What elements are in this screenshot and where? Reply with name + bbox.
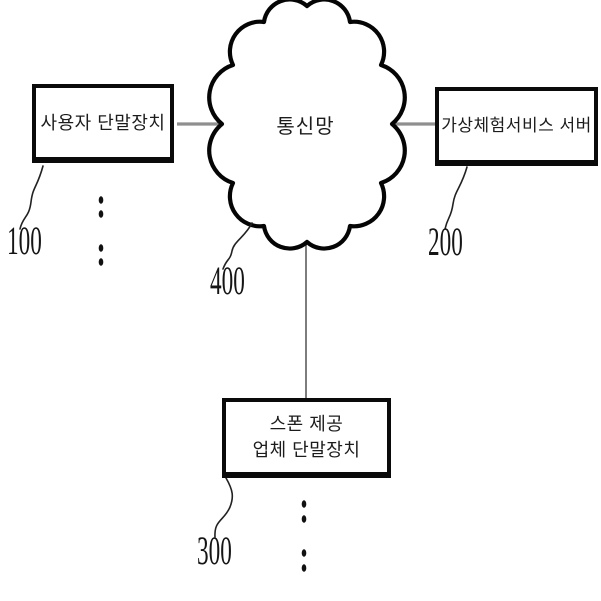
reference-number-200: 200 [428,219,463,264]
leader-line-ref-400 [222,222,253,270]
vertical-ellipsis-dots-left [98,196,104,266]
vertical-ellipsis-dots-bottom [301,500,307,572]
service-server-box: 가상체험서비스 서버 [435,87,598,166]
leader-line-ref-200 [444,166,468,230]
service-server-label: 가상체험서비스 서버 [441,115,592,135]
leader-line-ref-300 [214,477,234,538]
reference-number-400: 400 [210,258,245,303]
network-cloud-shape [207,0,407,251]
user-terminal-box: 사용자 단말장치 [32,84,174,163]
reference-number-300: 300 [197,528,232,573]
sponsor-terminal-box: 스폰 제공 업체 단말장치 [222,398,391,478]
reference-number-100: 100 [7,218,42,263]
sponsor-terminal-label-line1: 스폰 제공 [269,414,344,434]
network-cloud-label: 통신망 [276,116,335,138]
user-terminal-label: 사용자 단말장치 [40,112,166,133]
sponsor-terminal-label-line2: 업체 단말장치 [252,440,361,460]
leader-line-ref-100 [19,165,44,230]
